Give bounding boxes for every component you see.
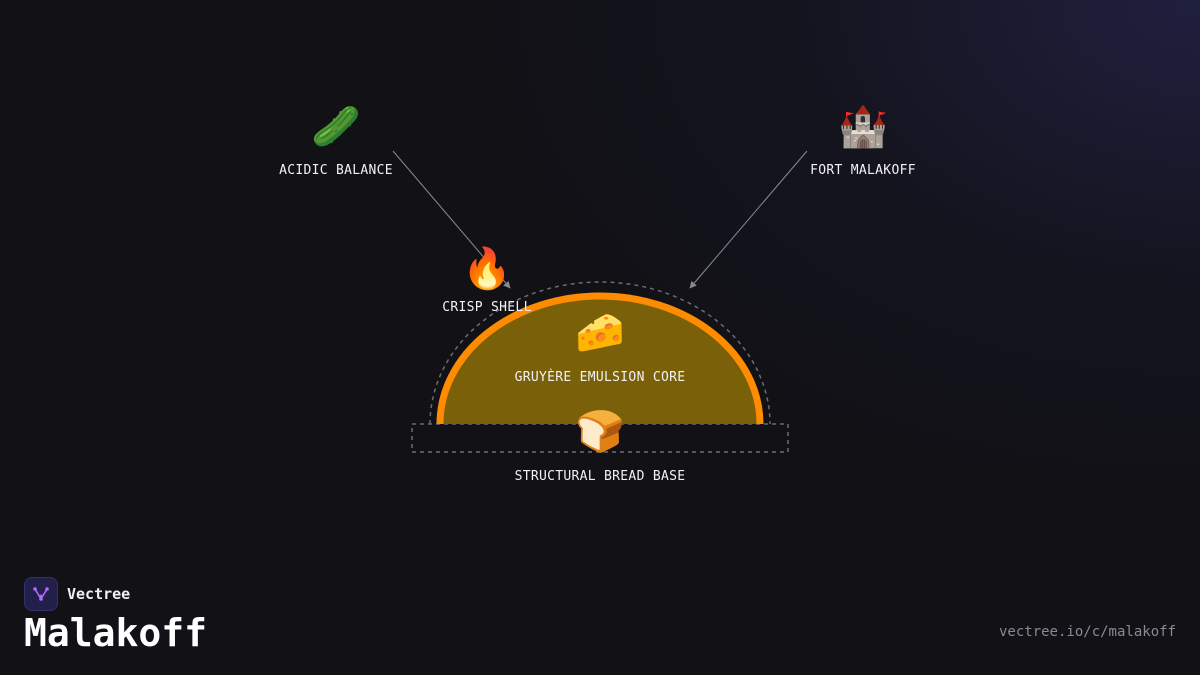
- page-title: Malakoff: [24, 611, 208, 655]
- brand-name: Vectree: [67, 585, 131, 603]
- tree-branch-icon: [24, 577, 58, 611]
- fort-malakoff-label: FORT MALAKOFF: [810, 163, 916, 178]
- crisp-shell-stroke: [436, 292, 764, 425]
- gruyere-dome: [440, 296, 760, 424]
- brand: Vectree: [24, 577, 130, 611]
- gruyere-core-label: GRUYÈRE EMULSION CORE: [514, 370, 686, 385]
- bread-base-label: STRUCTURAL BREAD BASE: [514, 469, 686, 484]
- cucumber-icon: 🥒: [311, 104, 361, 150]
- castle-icon: 🏰: [838, 104, 888, 150]
- connector-fort-malakoff: [689, 150, 808, 289]
- connector-acidic-balance: [392, 150, 511, 289]
- fire-icon: 🔥: [462, 246, 512, 292]
- page-url[interactable]: vectree.io/c/malakoff: [998, 624, 1176, 640]
- crisp-shell-label: CRISP SHELL: [442, 300, 532, 315]
- cheese-icon: 🧀: [575, 310, 625, 356]
- bread-icon: 🍞: [575, 409, 625, 455]
- acidic-balance-label: ACIDIC BALANCE: [279, 163, 393, 178]
